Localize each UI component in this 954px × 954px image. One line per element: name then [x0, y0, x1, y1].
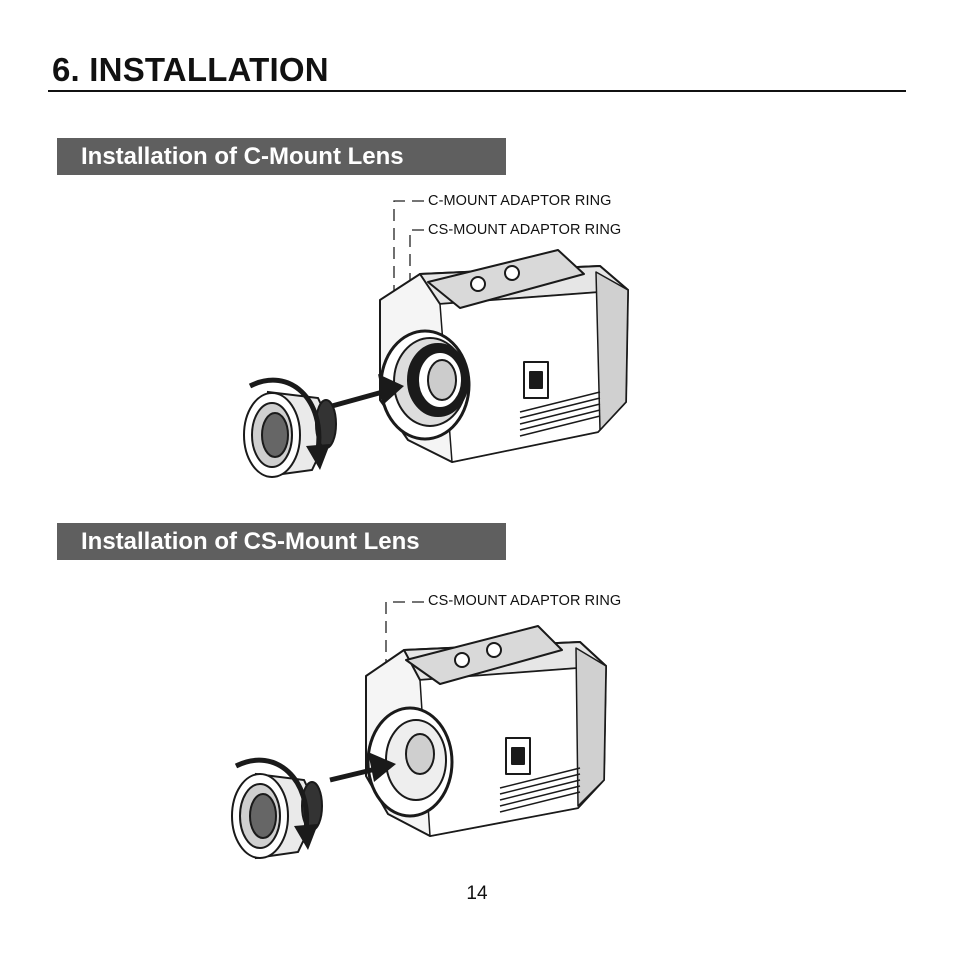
camera-body	[365, 625, 607, 837]
rotation-arrow	[234, 757, 318, 850]
insertion-arrow	[331, 374, 404, 409]
callout-c-mount-adaptor-ring: C-MOUNT ADAPTOR RING	[428, 193, 612, 209]
page-title: 6. INSTALLATION	[52, 51, 329, 88]
camera-body	[379, 249, 629, 463]
page-number: 14	[466, 883, 488, 904]
section-heading-cs-mount: Installation of CS-Mount Lens	[57, 523, 506, 560]
section-heading-c-mount: Installation of C-Mount Lens	[57, 138, 506, 175]
callout-cs-mount-adaptor-ring: CS-MOUNT ADAPTOR RING	[428, 222, 622, 238]
callout-cs-mount-adaptor-ring: CS-MOUNT ADAPTOR RING	[428, 593, 622, 609]
insertion-arrow	[329, 752, 396, 783]
rotation-arrow	[248, 377, 330, 470]
title-divider	[48, 90, 906, 92]
